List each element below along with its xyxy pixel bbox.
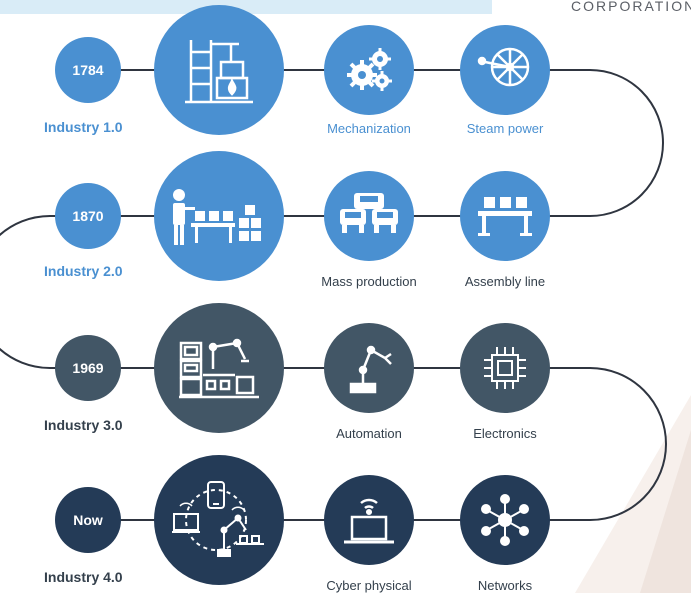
robot-arm-icon: [324, 323, 414, 413]
year-badge-1784: 1784: [55, 37, 121, 103]
oil-derrick-furnace-icon: [154, 5, 284, 135]
connected-factory-icon: [154, 455, 284, 585]
steam-wheel-icon: [460, 25, 550, 115]
worker-conveyor-icon: [154, 151, 284, 281]
year-badge-1969: 1969: [55, 335, 121, 401]
year-badge-now: Now: [55, 487, 121, 553]
step-label-networks: Networks: [477, 578, 533, 593]
gears-icon: [324, 25, 414, 115]
era-label-industry-4: Industry 4.0: [44, 569, 123, 585]
laptop-wifi-icon: [324, 475, 414, 565]
step-label-automation: Automation: [336, 426, 402, 441]
era-label-industry-1: Industry 1.0: [44, 119, 123, 135]
brand-wordmark: CORPORATION: [571, 0, 691, 14]
step-label-mass-production: Mass production: [321, 274, 417, 289]
step-label-mechanization: Mechanization: [327, 121, 411, 136]
step-label-cyber-physical: Cyber physical: [326, 578, 412, 593]
conveyor-belt-icon: [460, 171, 550, 261]
step-label-steam-power: Steam power: [466, 121, 544, 136]
network-hub-icon: [460, 475, 550, 565]
era-label-industry-2: Industry 2.0: [44, 263, 123, 279]
step-label-assembly-line: Assembly line: [464, 274, 546, 289]
step-label-electronics: Electronics: [473, 426, 537, 441]
year-badge-1870: 1870: [55, 183, 121, 249]
cars-icon: [324, 171, 414, 261]
robot-workstation-icon: [154, 303, 284, 433]
top-band: [0, 0, 492, 14]
era-label-industry-3: Industry 3.0: [44, 417, 123, 433]
microchip-icon: [460, 323, 550, 413]
